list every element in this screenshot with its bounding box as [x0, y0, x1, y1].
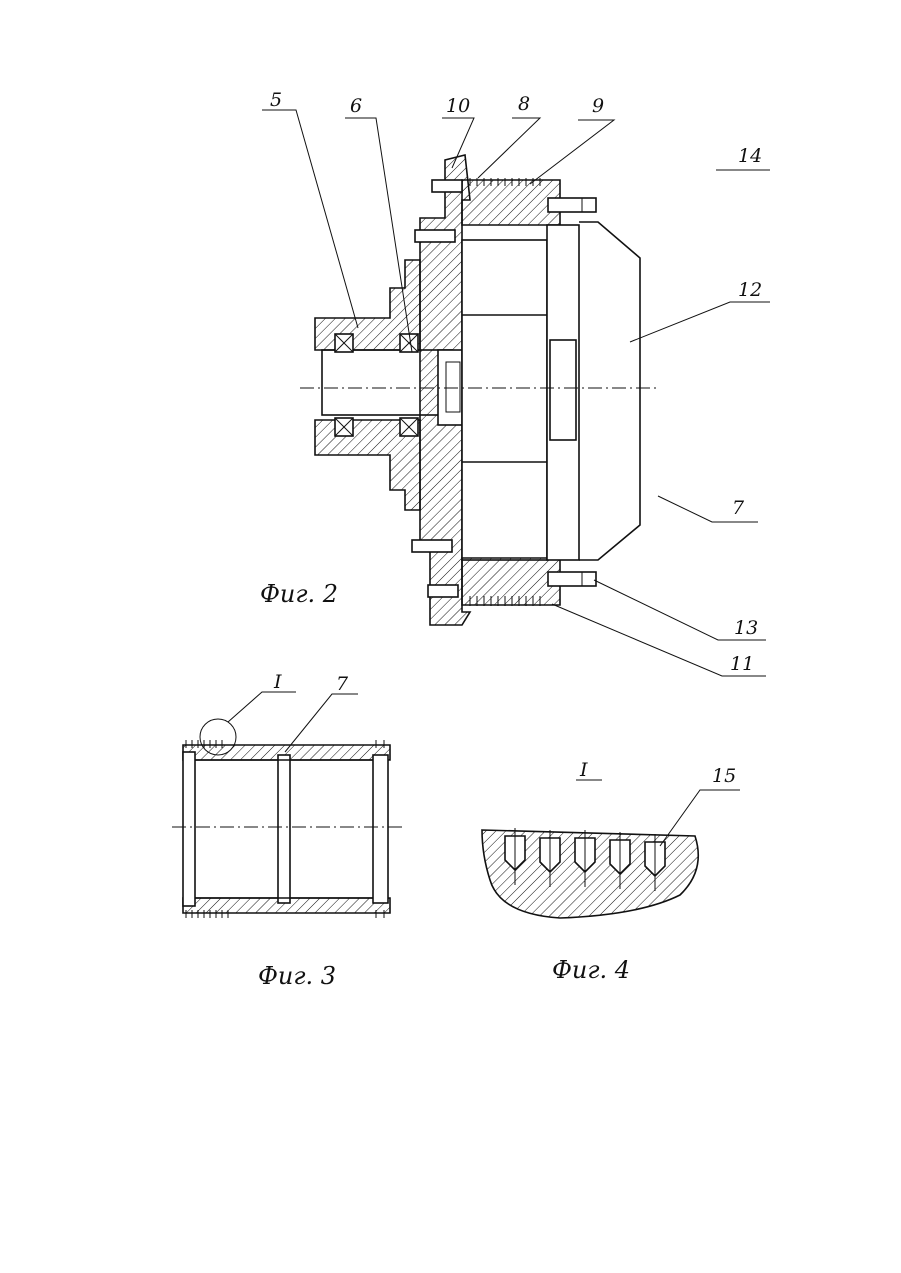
label-10: 10	[446, 95, 470, 117]
bolt-hub-top	[415, 230, 455, 242]
label-14: 14	[738, 145, 762, 167]
figure-4: I 15 Фиг. 4	[482, 759, 740, 984]
bolt-flange-top	[432, 180, 462, 192]
label-8: 8	[518, 93, 530, 115]
label-7-fig3: 7	[336, 673, 349, 695]
label-11: 11	[730, 653, 754, 675]
conical-cover	[579, 222, 640, 560]
label-7: 7	[732, 497, 745, 519]
label-15: 15	[712, 765, 736, 787]
bearing-top-right	[400, 334, 418, 352]
bearing-top-left	[335, 334, 353, 352]
bearing-bottom-right	[400, 418, 418, 436]
caption-fig4: Фиг. 4	[552, 956, 630, 984]
caption-fig3: Фиг. 3	[258, 962, 336, 990]
label-I-fig3: I	[273, 671, 282, 693]
bolt-top	[548, 198, 596, 212]
bolt-flange-bottom	[428, 585, 458, 597]
label-6: 6	[350, 95, 362, 117]
label-12: 12	[738, 279, 762, 301]
ring-left	[183, 752, 195, 906]
ring-right	[373, 755, 388, 903]
rotor-body	[462, 240, 547, 560]
finned-ring-top	[462, 180, 560, 225]
bolt-hub-bottom	[412, 540, 452, 552]
bearing-bottom-left	[335, 418, 353, 436]
label-9: 9	[592, 95, 604, 117]
figure-3: I 7 Фиг. 3	[172, 671, 402, 990]
figure-2: 5 6 10 8 9 14 12 7 13 11 Фиг. 2	[260, 89, 770, 676]
ring-middle	[278, 755, 290, 903]
label-5: 5	[270, 89, 282, 111]
bolt-bottom	[548, 572, 596, 586]
caption-fig2: Фиг. 2	[260, 580, 338, 608]
label-I-fig4: I	[579, 759, 588, 781]
label-13: 13	[734, 617, 758, 639]
